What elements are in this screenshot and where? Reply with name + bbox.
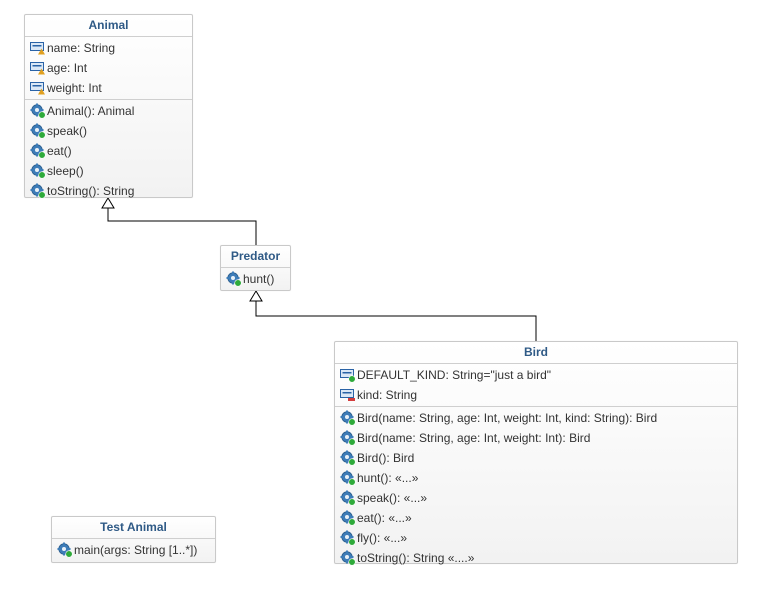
operation-speak[interactable]: speak() xyxy=(25,121,192,141)
operation-fly[interactable]: fly(): «...» xyxy=(335,528,737,548)
method-public-icon xyxy=(30,183,46,199)
operation-label: speak() xyxy=(47,124,88,138)
operation-label: eat() xyxy=(47,144,72,158)
operation-animal[interactable]: Animal(): Animal xyxy=(25,101,192,121)
operation-eat[interactable]: eat() xyxy=(25,141,192,161)
inheritance-arrowhead xyxy=(249,290,263,302)
method-public-icon xyxy=(340,410,356,426)
class-test-animal[interactable]: Test Animal main(args: String [1..*]) xyxy=(51,516,216,563)
class-title: Bird xyxy=(335,342,737,364)
operation-bird[interactable]: Bird(name: String, age: Int, weight: Int… xyxy=(335,428,737,448)
class-animal[interactable]: Animal name: String age: Int weight: Int A… xyxy=(24,14,193,199)
attribute-label: weight: Int xyxy=(47,81,102,95)
field-protected-icon xyxy=(30,80,46,96)
method-public-icon xyxy=(30,163,46,179)
method-public-icon xyxy=(340,550,356,566)
method-public-icon xyxy=(30,143,46,159)
operation-label: Bird(): Bird xyxy=(357,451,415,465)
class-title: Animal xyxy=(25,15,192,37)
operation-main[interactable]: main(args: String [1..*]) xyxy=(52,540,215,560)
method-public-icon xyxy=(30,123,46,139)
attribute-weight[interactable]: weight: Int xyxy=(25,78,192,98)
operation-label: hunt(): «...» xyxy=(357,471,419,485)
field-protected-icon xyxy=(30,60,46,76)
inheritance-arrowhead xyxy=(101,197,115,209)
operation-bird[interactable]: Bird(): Bird xyxy=(335,448,737,468)
attributes-compartment: DEFAULT_KIND: String="just a bird" kind: … xyxy=(335,364,737,406)
method-public-icon xyxy=(226,271,242,287)
operations-compartment: hunt() xyxy=(221,268,290,290)
operations-compartment: Animal(): Animal speak() eat() sleep() toStr… xyxy=(25,99,192,202)
attribute-name[interactable]: name: String xyxy=(25,38,192,58)
field-private-icon xyxy=(340,387,356,403)
field-public-icon xyxy=(340,367,356,383)
operation-label: Bird(name: String, age: Int, weight: Int… xyxy=(357,411,658,425)
operation-tostring[interactable]: toString(): String «....» xyxy=(335,548,737,568)
operation-label: toString(): String «....» xyxy=(357,551,475,565)
operation-hunt[interactable]: hunt() xyxy=(221,269,290,289)
class-title: Test Animal xyxy=(52,517,215,539)
attribute-label: DEFAULT_KIND: String="just a bird" xyxy=(357,368,552,382)
operation-label: eat(): «...» xyxy=(357,511,412,525)
attributes-compartment: name: String age: Int weight: Int xyxy=(25,37,192,99)
method-public-icon xyxy=(340,450,356,466)
operation-label: toString(): String xyxy=(47,184,135,198)
operation-sleep[interactable]: sleep() xyxy=(25,161,192,181)
class-bird[interactable]: Bird DEFAULT_KIND: String="just a bird" k… xyxy=(334,341,738,566)
method-public-icon xyxy=(340,530,356,546)
operations-compartment: main(args: String [1..*]) xyxy=(52,539,215,561)
method-public-icon xyxy=(57,542,73,558)
method-public-icon xyxy=(340,430,356,446)
operation-label: speak(): «...» xyxy=(357,491,428,505)
class-title: Predator xyxy=(221,246,290,268)
operation-label: sleep() xyxy=(47,164,84,178)
operations-compartment: Bird(name: String, age: Int, weight: Int… xyxy=(335,406,737,569)
class-predator[interactable]: Predator hunt() xyxy=(220,245,291,291)
operation-label: Animal(): Animal xyxy=(47,104,135,118)
operation-tostring[interactable]: toString(): String xyxy=(25,181,192,201)
attribute-label: name: String xyxy=(47,41,116,55)
operation-bird[interactable]: Bird(name: String, age: Int, weight: Int… xyxy=(335,408,737,428)
attribute-kind[interactable]: kind: String xyxy=(335,385,737,405)
attribute-label: age: Int xyxy=(47,61,88,75)
method-public-icon xyxy=(340,490,356,506)
attribute-default-kind[interactable]: DEFAULT_KIND: String="just a bird" xyxy=(335,365,737,385)
method-public-icon xyxy=(340,470,356,486)
generalization-bird-to-predator xyxy=(249,290,537,341)
operation-label: fly(): «...» xyxy=(357,531,408,545)
operation-eat[interactable]: eat(): «...» xyxy=(335,508,737,528)
generalization-predator-to-animal xyxy=(101,197,257,245)
field-protected-icon xyxy=(30,40,46,56)
attribute-age[interactable]: age: Int xyxy=(25,58,192,78)
operation-label: main(args: String [1..*]) xyxy=(74,543,198,557)
method-public-icon xyxy=(30,103,46,119)
operation-speak[interactable]: speak(): «...» xyxy=(335,488,737,508)
operation-label: Bird(name: String, age: Int, weight: Int… xyxy=(357,431,591,445)
operation-label: hunt() xyxy=(243,272,275,286)
method-public-icon xyxy=(340,510,356,526)
operation-hunt[interactable]: hunt(): «...» xyxy=(335,468,737,488)
attribute-label: kind: String xyxy=(357,388,418,402)
